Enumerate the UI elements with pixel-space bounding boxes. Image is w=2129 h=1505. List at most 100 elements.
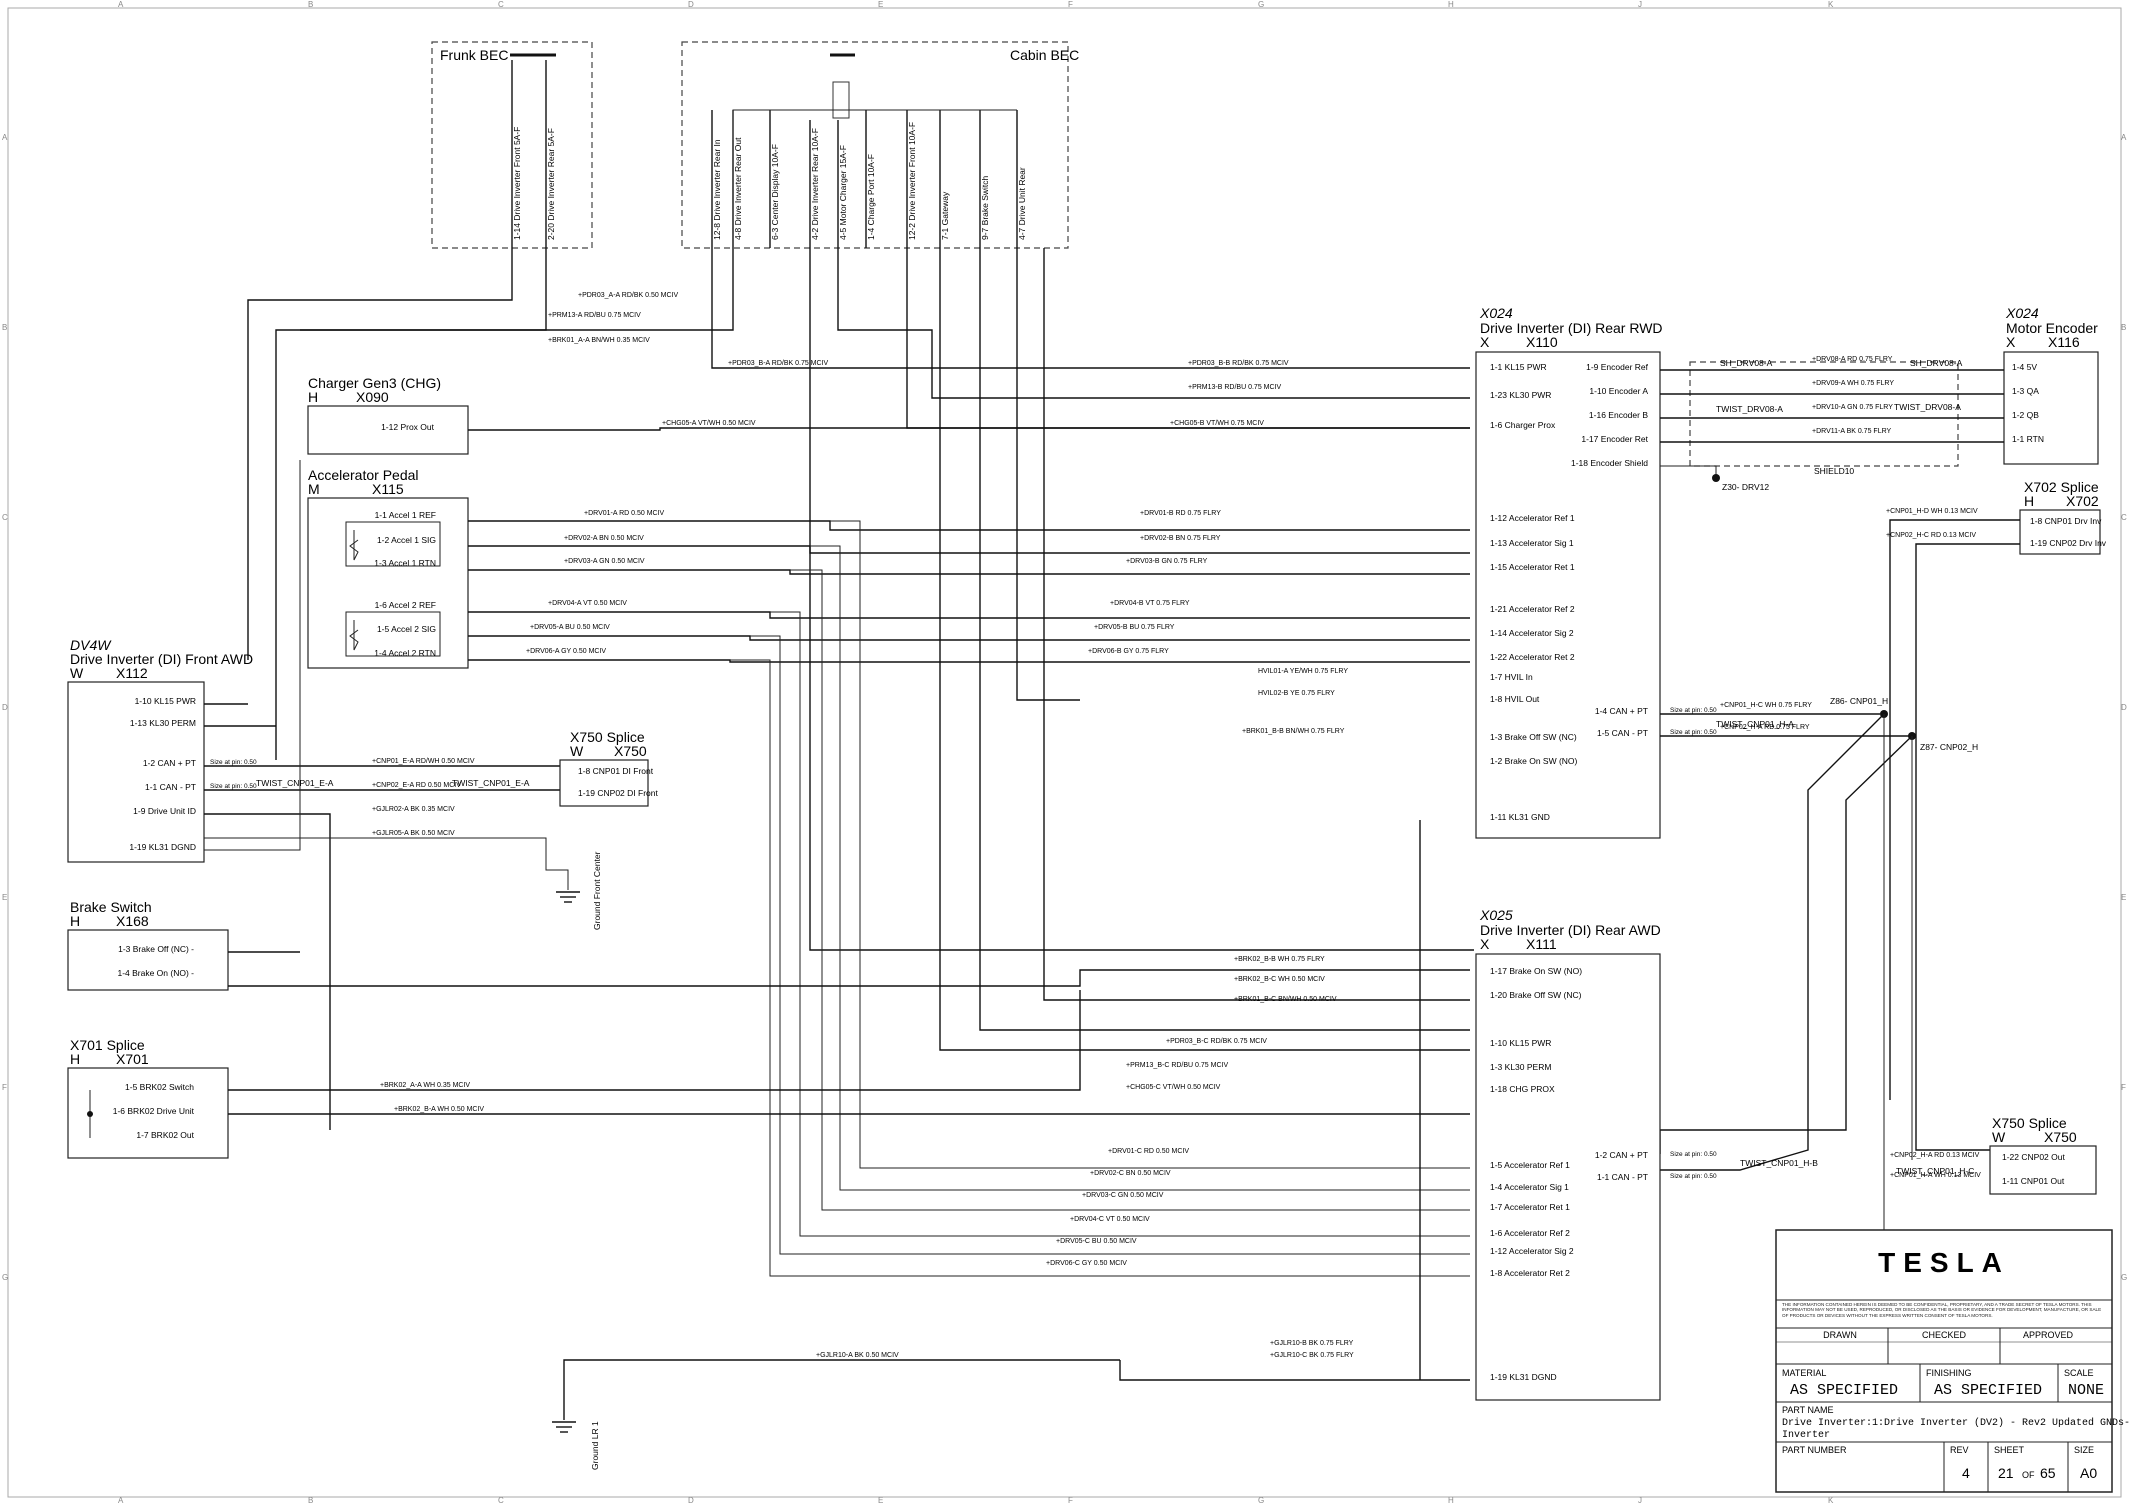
wire-label: +DRV01-C RD 0.50 MCIV (1108, 1148, 1189, 1155)
di-awd-pin: 1-6 Accelerator Ref 2 (1490, 1228, 1570, 1238)
di-rear-pin: 1-8 HVIL Out (1490, 694, 1540, 704)
wire-label: +DRV11-A BK 0.75 FLRY (1812, 428, 1892, 435)
encoder-pin: 1-4 5V (2012, 362, 2037, 372)
accel-num: X115 (372, 481, 404, 497)
wire-label: +DRV05-A BU 0.50 MCIV (530, 624, 610, 631)
size-pin-c: Size at pin: 0.50 (1670, 707, 1717, 714)
wire-label: +DRV04-B VT 0.75 FLRY (1110, 600, 1190, 607)
charger-conn: H (308, 389, 318, 405)
wire-label: +DRV04-A VT 0.50 MCIV (548, 600, 627, 607)
wire-labels: +PDR03_A-A RD/BK 0.50 MCIV+PRM13-A RD/BU… (372, 292, 1981, 1359)
drawn-label: DRAWN (1823, 1330, 1857, 1340)
grid-col-label-bottom: B (308, 1496, 313, 1505)
x750b-pin-2: 1-11 CNP01 Out (2002, 1176, 2065, 1186)
scale-value: NONE (2068, 1382, 2104, 1399)
accel-pin: 1-6 Accel 2 REF (375, 600, 436, 610)
x701-splice: X701 Splice H X701 1-5 BRK02 Switch 1-6 … (67, 990, 1470, 1159)
x702-pin-2: 1-19 CNP02 Drv Inv (2030, 538, 2107, 548)
cabin-fuse-label: 4-7 Drive Unit Rear (1017, 167, 1027, 240)
grid-row-label-right: E (2121, 893, 2126, 902)
grid-col-label: G (1258, 0, 1264, 9)
di-awd-pin: 1-17 Brake On SW (NO) (1490, 966, 1582, 976)
wire-label: +DRV04-C VT 0.50 MCIV (1070, 1216, 1150, 1223)
wire-label: +CNP01_H-C WH 0.75 FLRY (1720, 702, 1812, 709)
accel-sensor-2 (345, 611, 441, 657)
di-awd-pin: 1-5 Accelerator Ref 1 (1490, 1160, 1570, 1170)
approved-label: APPROVED (2023, 1330, 2074, 1340)
di-rear-right-pin: 1-18 Encoder Shield (1571, 458, 1648, 468)
wire-label: +BRK01_B-C BN/WH 0.50 MCIV (1234, 996, 1337, 1003)
accel-sensor-1 (345, 521, 441, 567)
di-front-title: Drive Inverter (DI) Front AWD (70, 651, 253, 667)
size-pin-e: Size at pin: 0.50 (1670, 1151, 1717, 1158)
di-rear-box (1475, 351, 1661, 839)
di-rear-pin: 1-11 KL31 GND (1490, 812, 1550, 822)
wire-label: +CNP01_E-A RD/WH 0.50 MCIV (372, 758, 475, 765)
frunk-fuse-label-1: 1-14 Drive Inverter Front 5A-F (512, 127, 522, 240)
di-awd-pin: 1-20 Brake Off SW (NC) (1490, 990, 1582, 1000)
grid-row-label: F (2, 1083, 7, 1092)
grid-col-label: J (1638, 0, 1642, 9)
di-rear-pin: 1-22 Accelerator Ret 2 (1490, 652, 1575, 662)
grid-row-label: E (2, 893, 7, 902)
frunk-bec-title: Frunk BEC (440, 47, 508, 63)
di-awd-pin: 1-3 KL30 PERM (1490, 1062, 1551, 1072)
di-front-pin: 1-9 Drive Unit ID (133, 806, 196, 816)
twist-h-b-label: TWIST_CNP01_H-B (1740, 1158, 1818, 1168)
di-awd-pin: 1-18 CHG PROX (1490, 1084, 1555, 1094)
size-label: SIZE (2074, 1445, 2094, 1455)
wire-label: +DRV06-B GY 0.75 FLRY (1088, 648, 1169, 655)
wire-label: HVIL01-A YE/WH 0.75 FLRY (1258, 668, 1348, 675)
sh-drv08-label: SH_DRV08-A (1720, 358, 1773, 368)
part-name-line-2: Inverter (1782, 1430, 1830, 1441)
x750a-conn: W (570, 743, 584, 759)
grid-row-label: B (2, 323, 7, 332)
encoder-code: X024 (2005, 305, 2039, 321)
grid-row-label-right: B (2121, 323, 2126, 332)
grid-row-label: C (2, 513, 8, 522)
grid-col-label: E (878, 0, 883, 9)
x701-box (67, 1067, 229, 1159)
accel-conn: M (308, 481, 320, 497)
potentiometer-1-icon (349, 530, 359, 561)
x750a-num: X750 (614, 743, 647, 759)
part-number-label: PART NUMBER (1782, 1445, 1847, 1455)
di-awd-num: X111 (1526, 936, 1557, 952)
di-rear-pin: 1-7 HVIL In (1490, 672, 1533, 682)
di-front-box (67, 681, 205, 863)
wire-label: +CNP02_H-A RD 0.13 MCIV (1890, 1152, 1980, 1159)
accel-pin: 1-3 Accel 1 RTN (374, 558, 436, 568)
material-value: AS SPECIFIED (1790, 1382, 1898, 1399)
di-rear-title: Drive Inverter (DI) Rear RWD (1480, 320, 1663, 336)
frunk-fuse-label-2: 2-20 Drive Inverter Rear 5A-F (546, 128, 556, 240)
accel-pin: 1-5 Accel 2 SIG (377, 624, 436, 634)
di-rear-pin: 1-6 Charger Prox (1490, 420, 1556, 430)
part-name-line-1: Drive Inverter:1:Drive Inverter (DV2) - … (1782, 1417, 2129, 1429)
grid-col-label-bottom: A (118, 1496, 124, 1505)
di-front-code: DV4W (70, 637, 112, 653)
di-awd-pin: 1-10 KL15 PWR (1490, 1038, 1551, 1048)
wire-label: +DRV03-A GN 0.50 MCIV (564, 558, 645, 565)
x701-title: X701 Splice (70, 1037, 145, 1053)
sh-drv08-label-b: SH_DRV08-A (1910, 358, 1963, 368)
grid-row-label-right: A (2121, 133, 2127, 142)
confidential-notice: THE INFORMATION CONTAINED HEREIN IS DEEM… (1782, 1302, 2101, 1318)
z87-label: Z87- CNP02_H (1920, 742, 1978, 752)
sheet-border (7, 7, 2122, 1498)
twist-h-label: TWIST_CNP01_H-A (1716, 719, 1794, 729)
cabin-fuse-label: 7-1 Gateway (940, 191, 950, 240)
encoder-shield-outline (1689, 361, 1959, 467)
di-front-pin: 1-19 KL31 DGND (129, 842, 196, 852)
encoder-num: X116 (2048, 334, 2080, 350)
di-rear-pin: 1-21 Accelerator Ref 2 (1490, 604, 1575, 614)
cabin-fuse-label: 6-3 Center Display 10A-F (770, 144, 780, 240)
rev-label: REV (1950, 1445, 1969, 1455)
grid-row-label: A (2, 133, 8, 142)
x750a-box (559, 759, 649, 807)
di-awd-pins: 1-17 Brake On SW (NO) 1-20 Brake Off SW (… (1490, 966, 1648, 1382)
wire-label: +DRV01-B RD 0.75 FLRY (1140, 510, 1221, 517)
di-rear-right-pin: 1-5 CAN - PT (1597, 728, 1648, 738)
wire-label: +PRM13-A RD/BU 0.75 MCIV (548, 312, 641, 319)
